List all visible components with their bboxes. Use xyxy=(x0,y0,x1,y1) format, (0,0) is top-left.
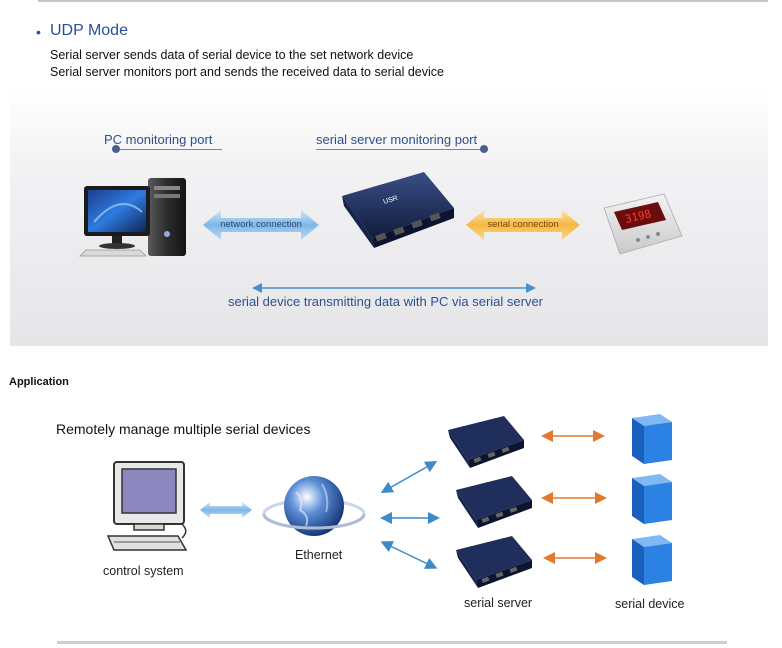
serial-device-2-cube-icon xyxy=(632,474,672,524)
transmitting-data-arrow xyxy=(252,283,536,293)
udp-mode-title: UDP Mode xyxy=(50,22,128,39)
serial-device-1-cube-icon xyxy=(632,414,672,464)
serial-device-label: serial device xyxy=(615,597,685,611)
bullet-icon: • xyxy=(36,24,41,40)
link-to-server-3 xyxy=(380,541,438,569)
network-connection-label: network connection xyxy=(220,219,302,230)
serial-server-1-icon xyxy=(448,416,524,468)
bottom-divider xyxy=(57,641,727,644)
link-to-server-1 xyxy=(380,461,438,493)
server-brand-text: USR xyxy=(383,195,399,206)
pc-monitoring-port-label: PC monitoring port xyxy=(104,132,213,147)
serial-server-label: serial server xyxy=(464,596,533,610)
ethernet-server-links xyxy=(380,461,440,569)
serial-connection-arrow xyxy=(466,210,580,240)
application-heading: Application xyxy=(9,376,69,388)
top-divider xyxy=(38,0,768,2)
server-port-dot xyxy=(480,145,488,153)
ethernet-label: Ethernet xyxy=(295,548,343,562)
server-device-links xyxy=(541,430,607,564)
transmitting-data-label: serial device transmitting data with PC … xyxy=(228,294,544,309)
device-display-value: 3198 xyxy=(624,207,653,226)
serial-server-monitoring-port-label: serial server monitoring port xyxy=(316,132,478,147)
pc-port-underline xyxy=(116,149,222,150)
pc-port-dot xyxy=(112,145,120,153)
serial-server-2-icon xyxy=(456,476,532,528)
server-port-underline xyxy=(316,149,488,150)
udp-description-line-2: Serial server monitors port and sends th… xyxy=(50,65,444,79)
control-ethernet-link-arrow xyxy=(200,502,252,518)
control-system-computer-icon xyxy=(106,461,188,551)
serial-server-3-icon xyxy=(456,536,532,588)
network-connection-arrow xyxy=(203,210,319,240)
serial-device-3-cube-icon xyxy=(632,535,672,585)
udp-description-line-1: Serial server sends data of serial devic… xyxy=(50,48,414,62)
serial-device-indicator-icon: 3198 xyxy=(603,193,683,255)
remote-manage-subtitle: Remotely manage multiple serial devices xyxy=(56,421,311,437)
desktop-pc-icon xyxy=(79,178,186,257)
serial-connection-label: serial connection xyxy=(487,219,559,230)
serial-server-device-icon: USR xyxy=(342,172,454,248)
control-system-label: control system xyxy=(103,564,184,578)
ethernet-globe-icon xyxy=(262,476,366,536)
